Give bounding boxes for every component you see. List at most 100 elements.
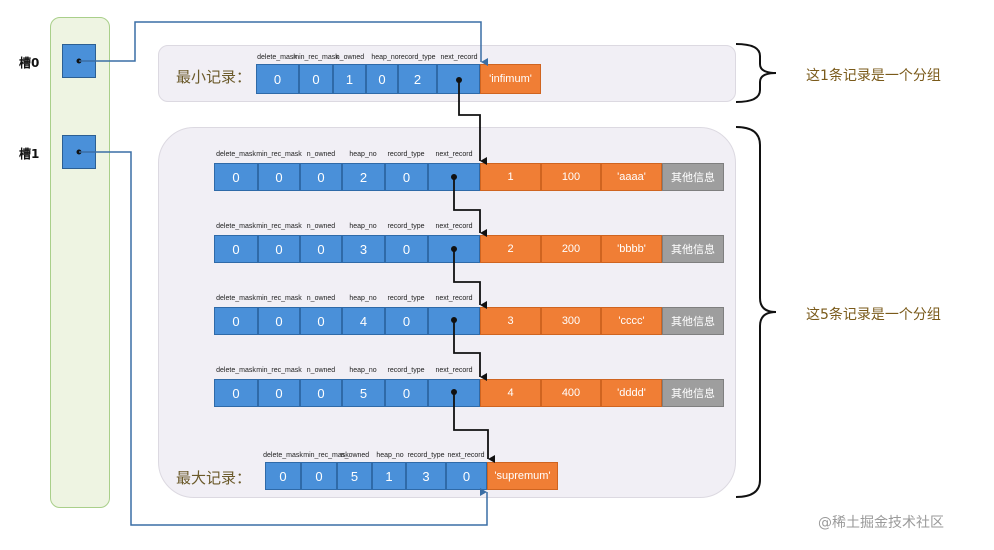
record-4-n-owned: 0 (300, 379, 342, 407)
watermark: @稀土掘金技术社区 (818, 515, 944, 531)
supremum-n-owned: 5 (337, 462, 372, 490)
infimum-delete-mask: 0 (256, 64, 299, 94)
record-2-delete-mask: 0 (214, 235, 258, 263)
infimum-header-heap-no: heap_no (371, 54, 399, 61)
infimum-header-next-record: next_record (440, 54, 478, 61)
infimum-label: 最小记录： (176, 68, 252, 86)
record-2-header-delete-mask: delete_mask (216, 223, 256, 230)
record-3-name: 'cccc' (601, 307, 662, 335)
supremum-header-record-type: record_type (407, 452, 445, 459)
group-1-annotation: 这1条记录是一个分组 (806, 68, 941, 84)
record-1-header-record-type: record_type (387, 151, 425, 158)
record-2-header-n-owned: n_owned (306, 223, 336, 230)
record-4-next-arrow (453, 392, 495, 463)
record-1-header-heap-no: heap_no (349, 151, 377, 158)
record-4-header-delete-mask: delete_mask (216, 367, 256, 374)
record-1-value: 100 (541, 163, 601, 191)
record-1-delete-mask: 0 (214, 163, 258, 191)
records-group-brace (735, 126, 777, 498)
record-1-min-rec-mask: 0 (258, 163, 300, 191)
slot-column (50, 17, 110, 508)
record-1-header-next-record: next_record (435, 151, 473, 158)
supremum-next-record: 0 (446, 462, 487, 490)
record-3-delete-mask: 0 (214, 307, 258, 335)
record-1-record-type: 0 (385, 163, 428, 191)
record-2-heap-no: 3 (342, 235, 385, 263)
infimum-header-record-type: record_type (398, 54, 436, 61)
infimum-n-owned: 1 (333, 64, 366, 94)
record-4-other-info: 其他信息 (662, 379, 724, 407)
record-2-n-owned: 0 (300, 235, 342, 263)
infimum-data: 'infimum' (480, 64, 541, 94)
record-4-header-next-record: next_record (435, 367, 473, 374)
record-3-header-record-type: record_type (387, 295, 425, 302)
record-3-min-rec-mask: 0 (258, 307, 300, 335)
supremum-label: 最大记录： (176, 469, 252, 487)
supremum-delete-mask: 0 (265, 462, 301, 490)
record-1-id: 1 (480, 163, 541, 191)
supremum-header-n-owned: n_owned (340, 452, 370, 459)
record-4-value: 400 (541, 379, 601, 407)
record-3-header-n-owned: n_owned (306, 295, 336, 302)
infimum-header-min-rec-mask: min_rec_mask (293, 54, 339, 61)
record-4-id: 4 (480, 379, 541, 407)
record-2-header-record-type: record_type (387, 223, 425, 230)
record-2-header-next-record: next_record (435, 223, 473, 230)
record-4-header-min-rec-mask: min_rec_mask (256, 367, 302, 374)
record-3-value: 300 (541, 307, 601, 335)
supremum-header-next-record: next_record (447, 452, 485, 459)
record-4-name: 'dddd' (601, 379, 662, 407)
record-4-header-heap-no: heap_no (349, 367, 377, 374)
infimum-next-arrow (458, 80, 487, 165)
record-2-record-type: 0 (385, 235, 428, 263)
record-4-record-type: 0 (385, 379, 428, 407)
record-2-other-info: 其他信息 (662, 235, 724, 263)
record-1-header-n-owned: n_owned (306, 151, 336, 158)
record-3-next-arrow (453, 320, 487, 381)
record-2-header-heap-no: heap_no (349, 223, 377, 230)
record-2-header-min-rec-mask: min_rec_mask (256, 223, 302, 230)
supremum-header-min-rec-mask: min_rec_mask (303, 452, 349, 459)
record-4-min-rec-mask: 0 (258, 379, 300, 407)
record-3-header-delete-mask: delete_mask (216, 295, 256, 302)
infimum-group-brace (735, 43, 777, 103)
record-1-next-arrow (453, 177, 487, 237)
slot-1-label: 槽1 (19, 147, 40, 161)
slot-0-label: 槽0 (19, 56, 40, 70)
slot-0-pointer (79, 21, 488, 66)
supremum-header-delete-mask: delete_mask (263, 452, 303, 459)
record-3-header-next-record: next_record (435, 295, 473, 302)
supremum-min-rec-mask: 0 (301, 462, 337, 490)
supremum-heap-no: 1 (372, 462, 406, 490)
record-1-n-owned: 0 (300, 163, 342, 191)
record-3-n-owned: 0 (300, 307, 342, 335)
record-4-delete-mask: 0 (214, 379, 258, 407)
record-3-record-type: 0 (385, 307, 428, 335)
infimum-heap-no: 0 (366, 64, 398, 94)
record-1-heap-no: 2 (342, 163, 385, 191)
infimum-header-n-owned: n_owned (335, 54, 365, 61)
group-2-annotation: 这5条记录是一个分组 (806, 307, 941, 323)
infimum-min-rec-mask: 0 (299, 64, 333, 94)
record-2-value: 200 (541, 235, 601, 263)
infimum-header-delete-mask: delete_mask (257, 54, 297, 61)
record-1-header-delete-mask: delete_mask (216, 151, 256, 158)
record-3-id: 3 (480, 307, 541, 335)
record-1-header-min-rec-mask: min_rec_mask (256, 151, 302, 158)
record-4-header-n-owned: n_owned (306, 367, 336, 374)
record-3-other-info: 其他信息 (662, 307, 724, 335)
record-3-header-min-rec-mask: min_rec_mask (256, 295, 302, 302)
record-3-header-heap-no: heap_no (349, 295, 377, 302)
record-2-name: 'bbbb' (601, 235, 662, 263)
infimum-record-type: 2 (398, 64, 437, 94)
record-4-heap-no: 5 (342, 379, 385, 407)
record-2-id: 2 (480, 235, 541, 263)
record-2-min-rec-mask: 0 (258, 235, 300, 263)
record-3-heap-no: 4 (342, 307, 385, 335)
record-2-next-arrow (453, 249, 487, 309)
supremum-record-type: 3 (406, 462, 446, 490)
record-1-name: 'aaaa' (601, 163, 662, 191)
record-4-header-record-type: record_type (387, 367, 425, 374)
record-1-other-info: 其他信息 (662, 163, 724, 191)
supremum-data: 'supremum' (487, 462, 558, 490)
